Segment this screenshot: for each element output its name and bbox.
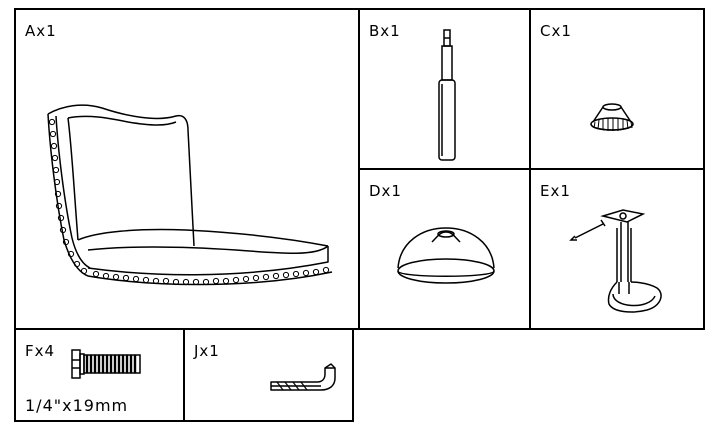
part-j-label: Jx1	[194, 342, 220, 360]
part-c-panel: Cx1	[529, 8, 705, 170]
part-e-label: Ex1	[540, 182, 571, 200]
part-j-panel: Jx1	[183, 328, 354, 422]
bolt-icon	[71, 349, 141, 379]
part-f-label: Fx4	[25, 342, 56, 360]
gas-cylinder-icon	[438, 29, 456, 161]
part-a-panel: Ax1	[14, 8, 360, 330]
part-b-panel: Bx1	[358, 8, 531, 170]
round-base-icon	[397, 227, 495, 284]
part-d-label: Dx1	[369, 182, 402, 200]
allen-key-icon	[270, 363, 336, 391]
cylinder-cover-icon	[590, 103, 634, 131]
part-a-label: Ax1	[25, 22, 57, 40]
part-c-label: Cx1	[540, 22, 572, 40]
part-b-label: Bx1	[369, 22, 401, 40]
part-f-panel: Fx4 1/4"x19mm	[14, 328, 185, 422]
chair-seat-icon	[47, 104, 333, 286]
stand-with-footrest-icon	[569, 209, 662, 313]
part-e-panel: Ex1	[529, 168, 705, 330]
part-d-panel: Dx1	[358, 168, 531, 330]
part-f-spec: 1/4"x19mm	[25, 396, 129, 415]
